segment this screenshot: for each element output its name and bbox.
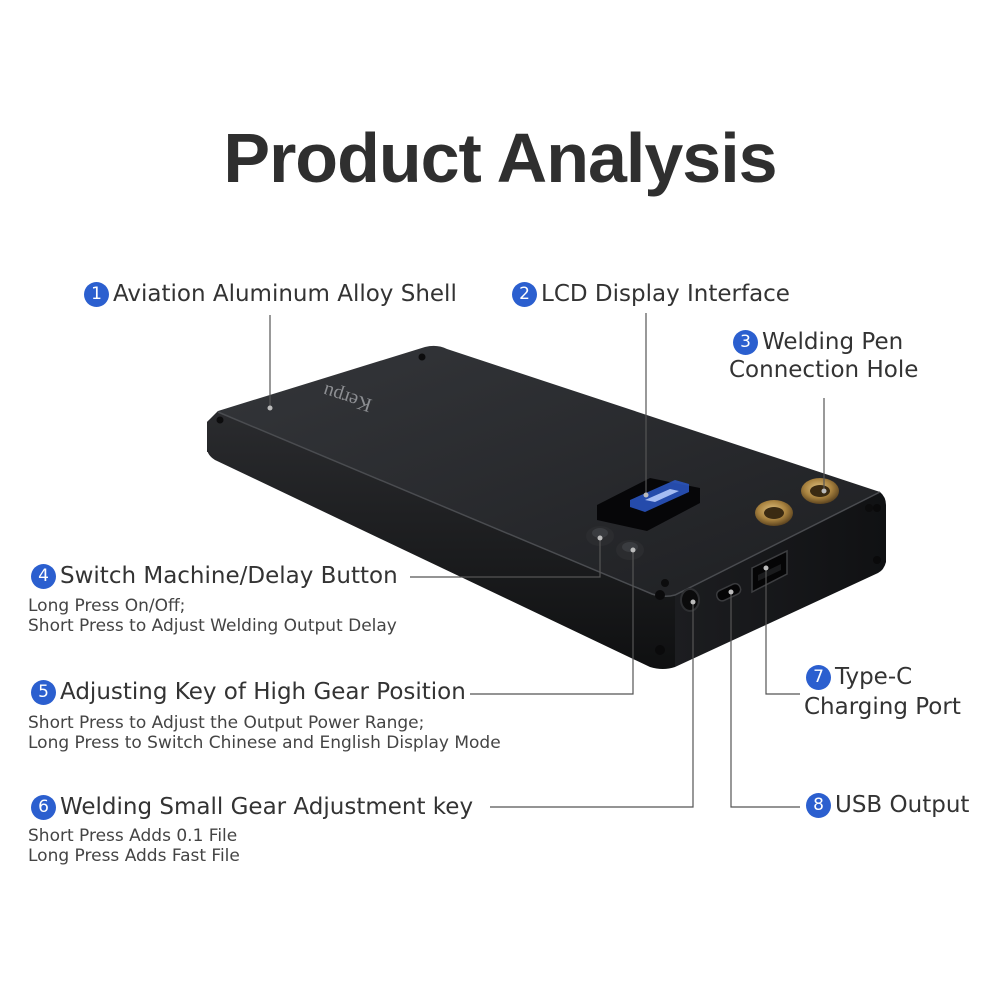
callout-label-line2: Connection Hole	[729, 357, 919, 383]
description-line: Short Press to Adjust the Output Power R…	[28, 713, 425, 733]
description-line: Long Press On/Off;	[28, 596, 186, 616]
callout-label: Type-C	[835, 664, 913, 690]
description-line: Long Press Adds Fast File	[28, 846, 240, 866]
callout-number-badge: 2	[512, 281, 537, 307]
description-line: Short Press to Adjust Welding Output Del…	[28, 616, 397, 636]
callout-type-c-port: 7 Type-C	[806, 664, 912, 690]
callout-welding-pen-hole: 3 Welding Pen	[733, 329, 903, 355]
callout-switch-delay-button: 4 Switch Machine/Delay Button	[31, 563, 398, 589]
callout-high-gear-key: 5 Adjusting Key of High Gear Position	[31, 679, 466, 705]
callout-number-badge: 5	[31, 679, 56, 705]
device-right-face	[675, 492, 886, 667]
callout-label: Adjusting Key of High Gear Position	[60, 679, 466, 705]
callout-number-badge: 8	[806, 792, 831, 818]
callout-description: Long Press On/Off; Short Press to Adjust…	[28, 596, 397, 636]
small-gear-knob	[680, 588, 700, 612]
callout-label: Welding Small Gear Adjustment key	[60, 794, 474, 820]
description-line: Long Press to Switch Chinese and English…	[28, 733, 501, 753]
callout-small-gear-key: 6 Welding Small Gear Adjustment key	[31, 794, 473, 820]
callout-label: Aviation Aluminum Alloy Shell	[113, 281, 457, 307]
callout-label: LCD Display Interface	[541, 281, 790, 307]
device-top-surface	[218, 345, 880, 597]
callout-number-badge: 7	[806, 664, 831, 690]
callout-number-badge: 1	[84, 281, 109, 307]
callout-description: Short Press to Adjust the Output Power R…	[28, 713, 501, 753]
page-title: Product Analysis	[223, 119, 777, 197]
callout-label: Welding Pen	[762, 329, 904, 355]
callout-description: Short Press Adds 0.1 File Long Press Add…	[28, 826, 240, 866]
callout-number-badge: 6	[31, 794, 56, 820]
callout-lcd-display: 2 LCD Display Interface	[512, 281, 790, 307]
callout-number-badge: 3	[733, 329, 758, 355]
callout-usb-output: 8 USB Output	[806, 792, 969, 818]
callout-label: USB Output	[835, 792, 970, 818]
callout-label-line2: Charging Port	[804, 694, 961, 720]
description-line: Short Press Adds 0.1 File	[28, 826, 238, 846]
device-front-face	[207, 412, 675, 669]
callout-number-badge: 4	[31, 563, 56, 589]
callout-label: Switch Machine/Delay Button	[60, 563, 398, 589]
callout-aviation-shell: 1 Aviation Aluminum Alloy Shell	[84, 281, 457, 307]
